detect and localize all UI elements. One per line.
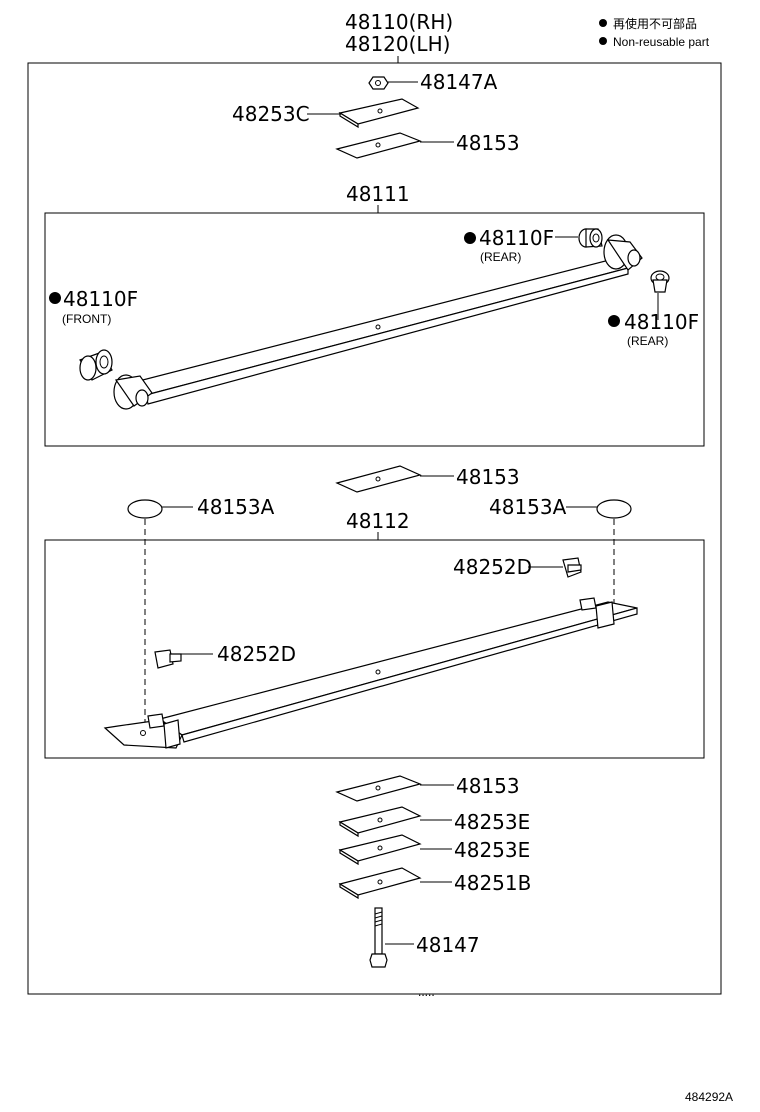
- pad-icon: [335, 132, 422, 159]
- non-reusable-marker-icon: [599, 37, 607, 45]
- part-label-48253E-1: 48253E: [454, 810, 530, 834]
- clip-right-icon: [562, 557, 582, 578]
- part-label-48110F-front: 48110F: [63, 287, 138, 311]
- assembly-rh-label: 48110(RH): [345, 10, 453, 34]
- part-label-48147A: 48147A: [420, 70, 498, 94]
- part-label-48253C: 48253C: [232, 102, 310, 126]
- rear-lower-bush-icon: [650, 270, 670, 293]
- part-label-48252D-right: 48252D: [453, 555, 532, 579]
- cap-right-icon: [596, 499, 632, 519]
- part-label-48251B: 48251B: [454, 871, 531, 895]
- non-reusable-marker-icon: [599, 19, 607, 27]
- second-leaf-box: [44, 539, 705, 759]
- main-leaf-box: [44, 212, 705, 447]
- assembly-frame: [27, 62, 722, 995]
- part-label-48153A-left: 48153A: [197, 495, 275, 519]
- plate-c-icon: [338, 98, 420, 129]
- u-bolt-icon: [369, 907, 388, 968]
- legend-en-text: Non-reusable part: [613, 35, 710, 49]
- legend-jp-text: 再使用不可部品: [613, 16, 697, 31]
- part-label-48253E-2: 48253E: [454, 838, 530, 862]
- main-leaf-spring-icon: [113, 234, 643, 410]
- non-reusable-marker-icon: [49, 292, 61, 304]
- plate-e-icon: [338, 806, 422, 838]
- clip-left-icon: [154, 649, 182, 669]
- part-label-48112: 48112: [346, 509, 410, 533]
- non-reusable-marker-icon: [464, 232, 476, 244]
- part-label-48153A-right: 48153A: [489, 495, 567, 519]
- front-note: (FRONT): [62, 312, 111, 326]
- part-label-48153-top: 48153: [456, 131, 520, 155]
- part-label-48110F-rear-lower: 48110F: [624, 310, 699, 334]
- part-label-48111: 48111: [346, 182, 410, 206]
- non-reusable-marker-icon: [608, 315, 620, 327]
- part-label-48153-middle: 48153: [456, 465, 520, 489]
- rear-lower-note: (REAR): [627, 334, 668, 348]
- rear-upper-bush-icon: [578, 228, 603, 248]
- plate-b-icon: [338, 867, 422, 900]
- part-label-48147: 48147: [416, 933, 480, 957]
- nut-icon: [368, 76, 389, 90]
- front-bush-icon: [79, 349, 113, 381]
- part-label-48252D-left: 48252D: [217, 642, 296, 666]
- second-leaf-spring-icon: [103, 597, 638, 749]
- pad-icon: [335, 775, 422, 802]
- assembly-lh-label: 48120(LH): [345, 32, 450, 56]
- illustration-code: 484292A: [685, 1090, 733, 1104]
- pad-icon: [335, 465, 422, 493]
- plate-e-icon: [338, 834, 422, 866]
- part-label-48110F-rear-upper: 48110F: [479, 226, 554, 250]
- part-label-48153-bottom: 48153: [456, 774, 520, 798]
- cap-left-icon: [127, 499, 163, 519]
- frame-dots: .....: [418, 985, 435, 999]
- rear-upper-note: (REAR): [480, 250, 521, 264]
